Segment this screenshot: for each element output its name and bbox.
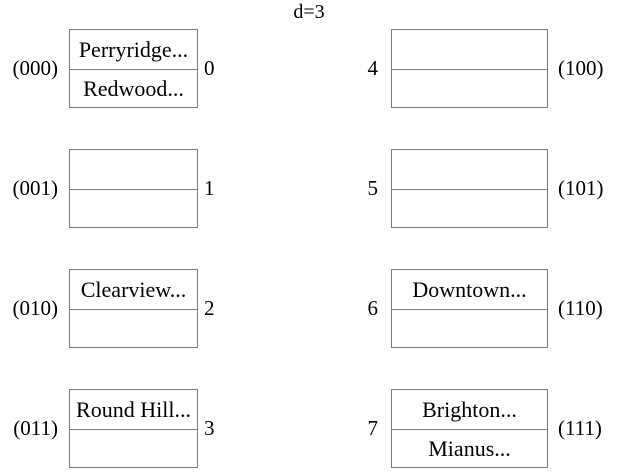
binary-address-label: (110): [558, 296, 603, 320]
bucket-box: Round Hill...: [69, 389, 198, 468]
bucket-cell-top: [392, 150, 547, 190]
bucket-1: (001) 1: [0, 149, 618, 228]
bucket-6: 6 Downtown... (110): [0, 269, 618, 348]
bucket-number-label: 0: [204, 56, 215, 80]
bucket-5: 5 (101): [0, 149, 618, 228]
bucket-box: Brighton... Mianus...: [391, 389, 548, 468]
bucket-3: (011) Round Hill... 3: [0, 389, 618, 468]
bucket-cell-bottom: [392, 70, 547, 107]
bucket-0: (000) Perryridge... Redwood... 0: [0, 29, 618, 108]
binary-address-label: (011): [13, 416, 58, 440]
bucket-box: Downtown...: [391, 269, 548, 348]
bucket-cell-top: Clearview...: [70, 270, 197, 310]
bucket-number-label: 4: [367, 56, 379, 80]
bucket-cell-bottom: Mianus...: [428, 435, 511, 461]
bucket-cell-top: Downtown...: [392, 270, 547, 310]
binary-address-label: (111): [558, 416, 602, 440]
binary-address-label: (000): [12, 56, 59, 80]
bucket-box: [391, 29, 548, 108]
binary-address-label: (001): [12, 176, 59, 200]
bucket-cell-top: [392, 30, 547, 70]
diagram-title: d=3: [293, 1, 325, 23]
bucket-box: Clearview...: [69, 269, 198, 348]
bucket-number-label: 3: [204, 416, 215, 440]
bucket-4: 4 (100): [0, 29, 618, 108]
bucket-2: (010) Clearview... 2: [0, 269, 618, 348]
binary-address-label: (100): [558, 56, 604, 80]
bucket-number-label: 1: [204, 176, 215, 200]
bucket-cell-top: Perryridge...: [70, 30, 197, 70]
bucket-cell-top: [70, 150, 197, 190]
bucket-cell-top: Brighton...: [392, 390, 547, 430]
bucket-number-label: 2: [204, 296, 215, 320]
bucket-number-label: 6: [367, 296, 379, 320]
bucket-box: Perryridge... Redwood...: [69, 29, 198, 108]
bucket-cell-bottom: [392, 310, 547, 347]
binary-address-label: (101): [558, 176, 604, 200]
bucket-number-label: 5: [367, 176, 379, 200]
bucket-number-label: 7: [367, 416, 379, 440]
bucket-box: [391, 149, 548, 228]
bucket-cell-bottom: Redwood...: [83, 75, 184, 101]
bucket-7: 7 Brighton... Mianus... (111): [0, 389, 618, 468]
binary-address-label: (010): [12, 296, 59, 320]
bucket-cell-bottom: [392, 190, 547, 227]
bucket-box: [69, 149, 198, 228]
bucket-cell-top: Round Hill...: [70, 390, 197, 430]
